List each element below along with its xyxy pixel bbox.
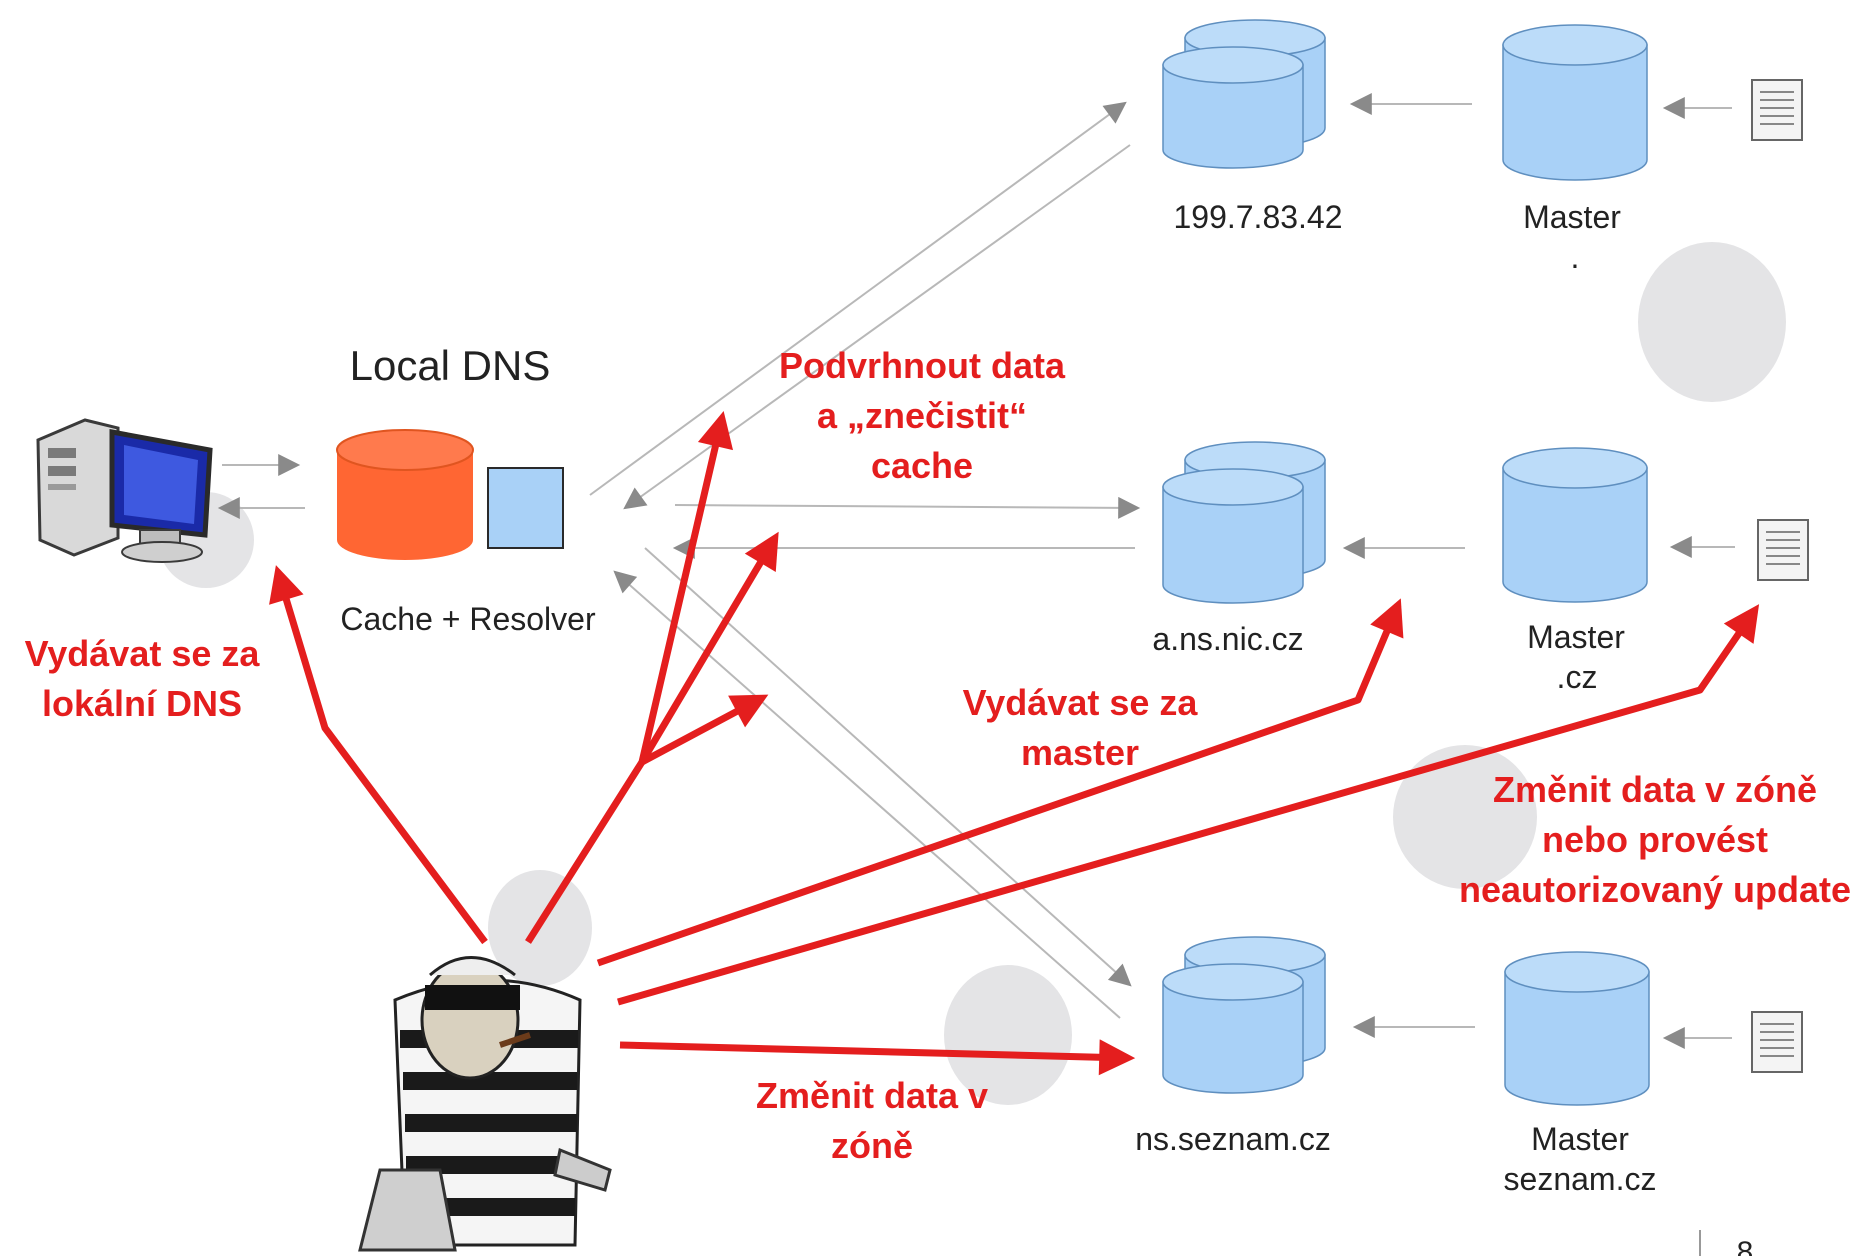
server-seznam: ns.seznam.cz	[1135, 936, 1331, 1157]
attack-label: Vydávat se za	[963, 682, 1199, 723]
master-label: Master	[1527, 619, 1625, 655]
attack-label: neautorizovaný update	[1459, 869, 1851, 910]
attack-change-zone: Změnit data v zóně	[756, 1075, 988, 1166]
master-cz: Master .cz	[1502, 447, 1648, 695]
local-dns-caption: Cache + Resolver	[340, 601, 596, 637]
attack-label: zóně	[831, 1125, 913, 1166]
attack-label: Podvrhnout data	[779, 345, 1066, 386]
burglar-icon	[358, 956, 612, 1252]
local-dns: Local DNS Cache + Resolver	[336, 342, 596, 637]
attack-label: lokální DNS	[42, 683, 242, 724]
server-name: 199.7.83.42	[1173, 199, 1342, 235]
resolver-box	[487, 467, 564, 549]
local-dns-title: Local DNS	[350, 342, 551, 389]
attack-label: master	[1021, 732, 1139, 773]
desktop-computer-icon	[36, 418, 213, 563]
attack-label: Změnit data v zóně	[1493, 769, 1817, 810]
attack-label: nebo provést	[1542, 819, 1768, 860]
master-seznam: Master seznam.cz	[1504, 951, 1657, 1197]
server-cz: a.ns.nic.cz	[1152, 441, 1326, 657]
attack-label: Vydávat se za	[25, 633, 261, 674]
server-name: a.ns.nic.cz	[1152, 621, 1303, 657]
server-root: 199.7.83.42	[1162, 19, 1343, 235]
master-label: Master	[1531, 1121, 1629, 1157]
master-label: Master	[1523, 199, 1621, 235]
master-zone: .cz	[1557, 659, 1598, 695]
master-zone: seznam.cz	[1504, 1161, 1657, 1197]
page-number: 8	[1737, 1236, 1754, 1256]
document-icon	[1751, 1011, 1803, 1073]
attack-label: Změnit data v	[756, 1075, 988, 1116]
attack-spoof-cache: Podvrhnout data a „znečistit“ cache	[779, 345, 1066, 486]
attack-label: cache	[871, 445, 973, 486]
attack-change-zone-or-update: Změnit data v zóně nebo provést neautori…	[1459, 769, 1851, 910]
attack-impersonate-local-dns: Vydávat se za lokální DNS	[25, 633, 261, 724]
document-icon	[1751, 79, 1803, 141]
master-root: Master .	[1502, 24, 1648, 275]
server-name: ns.seznam.cz	[1135, 1121, 1331, 1157]
red-attack-arrows	[269, 410, 1760, 1076]
cache-database-icon	[336, 429, 474, 560]
master-zone: .	[1571, 239, 1580, 275]
document-icon	[1757, 519, 1809, 581]
attack-impersonate-master: Vydávat se za master	[963, 682, 1199, 773]
attack-label: a „znečistit“	[817, 395, 1027, 436]
